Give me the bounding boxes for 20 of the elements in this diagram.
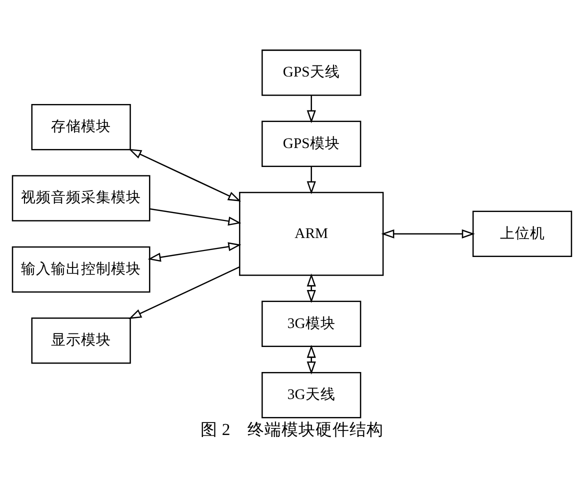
arrow [306, 344, 316, 374]
caption: 图 2 终端模块硬件结构 [200, 420, 384, 439]
arrow [381, 228, 475, 238]
arrow [128, 148, 242, 201]
arrow [306, 166, 316, 194]
arrow [128, 266, 240, 318]
node-box: ARM [239, 191, 384, 276]
node-box: 上位机 [472, 210, 572, 257]
node-box: 3G模块 [262, 300, 362, 347]
node-box: GPS天线 [262, 49, 362, 96]
arrow [306, 95, 316, 123]
arrow [150, 208, 242, 226]
node-box: 视频音频采集模块 [12, 174, 150, 221]
node-box: 存储模块 [31, 104, 131, 150]
node-box: GPS模块 [262, 120, 362, 166]
node-box: 输入输出控制模块 [12, 246, 150, 292]
arrow [306, 272, 316, 302]
node-box: 3G天线 [262, 371, 362, 418]
node-box: 显示模块 [31, 317, 131, 364]
arrow [148, 242, 242, 262]
